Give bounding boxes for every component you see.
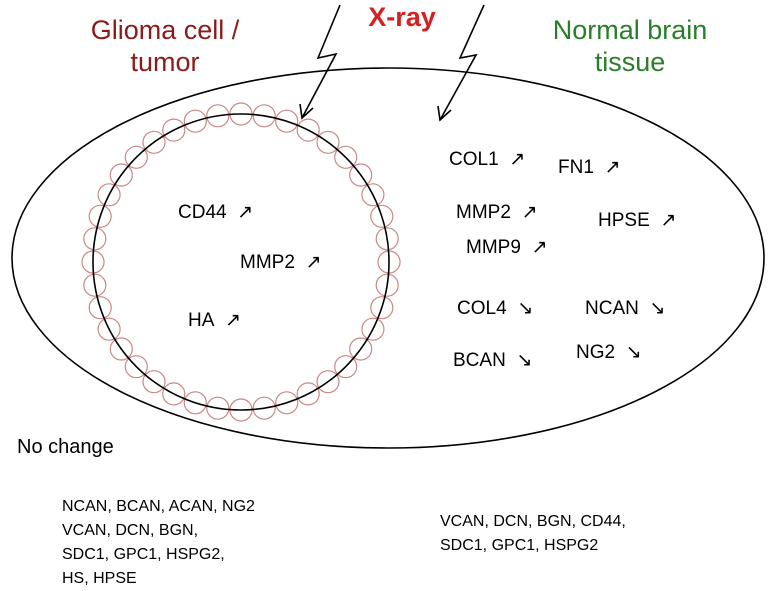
- up-arrow-icon: ↗: [509, 149, 526, 170]
- normal-gene-fn1: FN1 ↗: [558, 156, 620, 179]
- gene-name: MMP9: [466, 237, 521, 258]
- tumor-cell: [83, 227, 107, 251]
- tumor-cell: [109, 337, 133, 361]
- tumor-cell: [183, 109, 207, 133]
- tumor-cell: [142, 370, 166, 394]
- gene-name: MMP2: [240, 252, 295, 273]
- gene-name: COL4: [457, 298, 507, 319]
- normal-gene-mmp2: MMP2 ↗: [456, 201, 537, 224]
- normal-heading: Normal brain tissue: [520, 14, 740, 78]
- xray-bolt-left: [301, 4, 341, 119]
- tumor-cell: [142, 130, 166, 154]
- tumor-cell: [370, 296, 394, 320]
- tumor-cell: [375, 227, 399, 251]
- no-change-tumor-line1: NCAN, BCAN, ACAN, NG2: [62, 498, 255, 515]
- tumor-gene-ha: HA ↗: [188, 309, 241, 332]
- gene-name: MMP2: [456, 202, 511, 223]
- gene-name: HPSE: [598, 210, 650, 231]
- no-change-tumor-line3: SDC1, GPC1, HSPG2,: [62, 546, 225, 563]
- no-change-normal-list: VCAN, DCN, BGN, CD44, SDC1, GPC1, HSPG2: [440, 510, 626, 558]
- up-arrow-icon: ↗: [224, 310, 241, 331]
- xray-bolt-right-arrowhead: [437, 105, 452, 122]
- gene-name: NG2: [576, 342, 616, 363]
- tumor-gene-cd44: CD44 ↗: [178, 201, 253, 224]
- no-change-tumor-line4: HS, HPSE: [62, 570, 137, 587]
- tumor-heading: Glioma cell / tumor: [40, 14, 290, 78]
- tumor-gene-mmp2: MMP2 ↗: [240, 251, 321, 274]
- no-change-normal-line1: VCAN, DCN, BGN, CD44,: [440, 513, 626, 530]
- tumor-cell: [370, 204, 394, 228]
- tumor-cell: [206, 104, 230, 128]
- normal-heading-line2: tissue: [594, 47, 666, 77]
- up-arrow-icon: ↗: [531, 237, 548, 258]
- up-arrow-icon: ↗: [521, 202, 538, 223]
- down-arrow-icon: ↘: [649, 298, 666, 319]
- tumor-cell: [275, 109, 299, 133]
- no-change-normal-line2: SDC1, GPC1, HSPG2: [440, 537, 599, 554]
- up-arrow-icon: ↗: [305, 252, 322, 273]
- up-arrow-icon: ↗: [237, 202, 254, 223]
- tumor-cell: [183, 391, 207, 415]
- tumor-cell: [252, 104, 276, 128]
- normal-gene-col4: COL4 ↘: [457, 297, 533, 320]
- tumor-cell: [296, 118, 320, 142]
- gene-name: FN1: [558, 157, 594, 178]
- tumor-cell: [206, 396, 230, 420]
- tumor-cell: [109, 163, 133, 187]
- gene-name: BCAN: [453, 350, 506, 371]
- normal-gene-bcan: BCAN ↘: [453, 349, 532, 372]
- xray-bolt-right: [439, 4, 485, 121]
- tumor-cell: [88, 204, 112, 228]
- tumor-cell: [275, 391, 299, 415]
- down-arrow-icon: ↘: [625, 342, 642, 363]
- tumor-cell: [97, 183, 121, 207]
- xray-title: X-ray: [368, 2, 436, 32]
- normal-gene-ncan: NCAN ↘: [585, 297, 665, 320]
- normal-gene-ng2: NG2 ↘: [576, 341, 642, 364]
- normal-heading-line1: Normal brain: [552, 15, 708, 45]
- tumor-cell-ring: [81, 102, 401, 422]
- gene-name: CD44: [178, 202, 227, 223]
- gene-name: HA: [188, 310, 215, 331]
- tumor-cell: [97, 317, 121, 341]
- up-arrow-icon: ↗: [604, 157, 621, 178]
- tumor-cell: [162, 118, 186, 142]
- tumor-cell: [361, 183, 385, 207]
- no-change-heading: No change: [17, 436, 114, 458]
- tumor-cell: [162, 382, 186, 406]
- tumor-cell: [88, 296, 112, 320]
- tumor-cell: [316, 130, 340, 154]
- tumor-cell: [316, 370, 340, 394]
- tumor-cell: [349, 337, 373, 361]
- down-arrow-icon: ↘: [516, 350, 533, 371]
- normal-gene-col1: COL1 ↗: [449, 148, 525, 171]
- down-arrow-icon: ↘: [517, 298, 534, 319]
- normal-gene-mmp9: MMP9 ↗: [466, 236, 547, 259]
- up-arrow-icon: ↗: [660, 210, 677, 231]
- xray-bolt-left-arrowhead: [299, 103, 314, 120]
- gene-name: COL1: [449, 149, 499, 170]
- tumor-cell: [252, 396, 276, 420]
- brain-tissue-outline: [11, 67, 765, 449]
- normal-gene-hpse: HPSE ↗: [598, 209, 676, 232]
- no-change-tumor-line2: VCAN, DCN, BGN,: [62, 522, 199, 539]
- tumor-cell: [334, 355, 358, 379]
- tumor-cell: [361, 317, 385, 341]
- tumor-cell: [124, 355, 148, 379]
- tumor-cell: [349, 163, 373, 187]
- tumor-cell: [375, 273, 399, 297]
- tumor-cell: [124, 145, 148, 169]
- tumor-heading-line2: tumor: [130, 47, 200, 77]
- no-change-tumor-list: NCAN, BCAN, ACAN, NG2 VCAN, DCN, BGN, SD…: [62, 495, 255, 591]
- tumor-outline: [92, 113, 390, 411]
- tumor-cell: [83, 273, 107, 297]
- tumor-heading-line1: Glioma cell /: [90, 15, 240, 45]
- tumor-cell: [296, 382, 320, 406]
- gene-name: NCAN: [585, 298, 639, 319]
- tumor-cell: [334, 145, 358, 169]
